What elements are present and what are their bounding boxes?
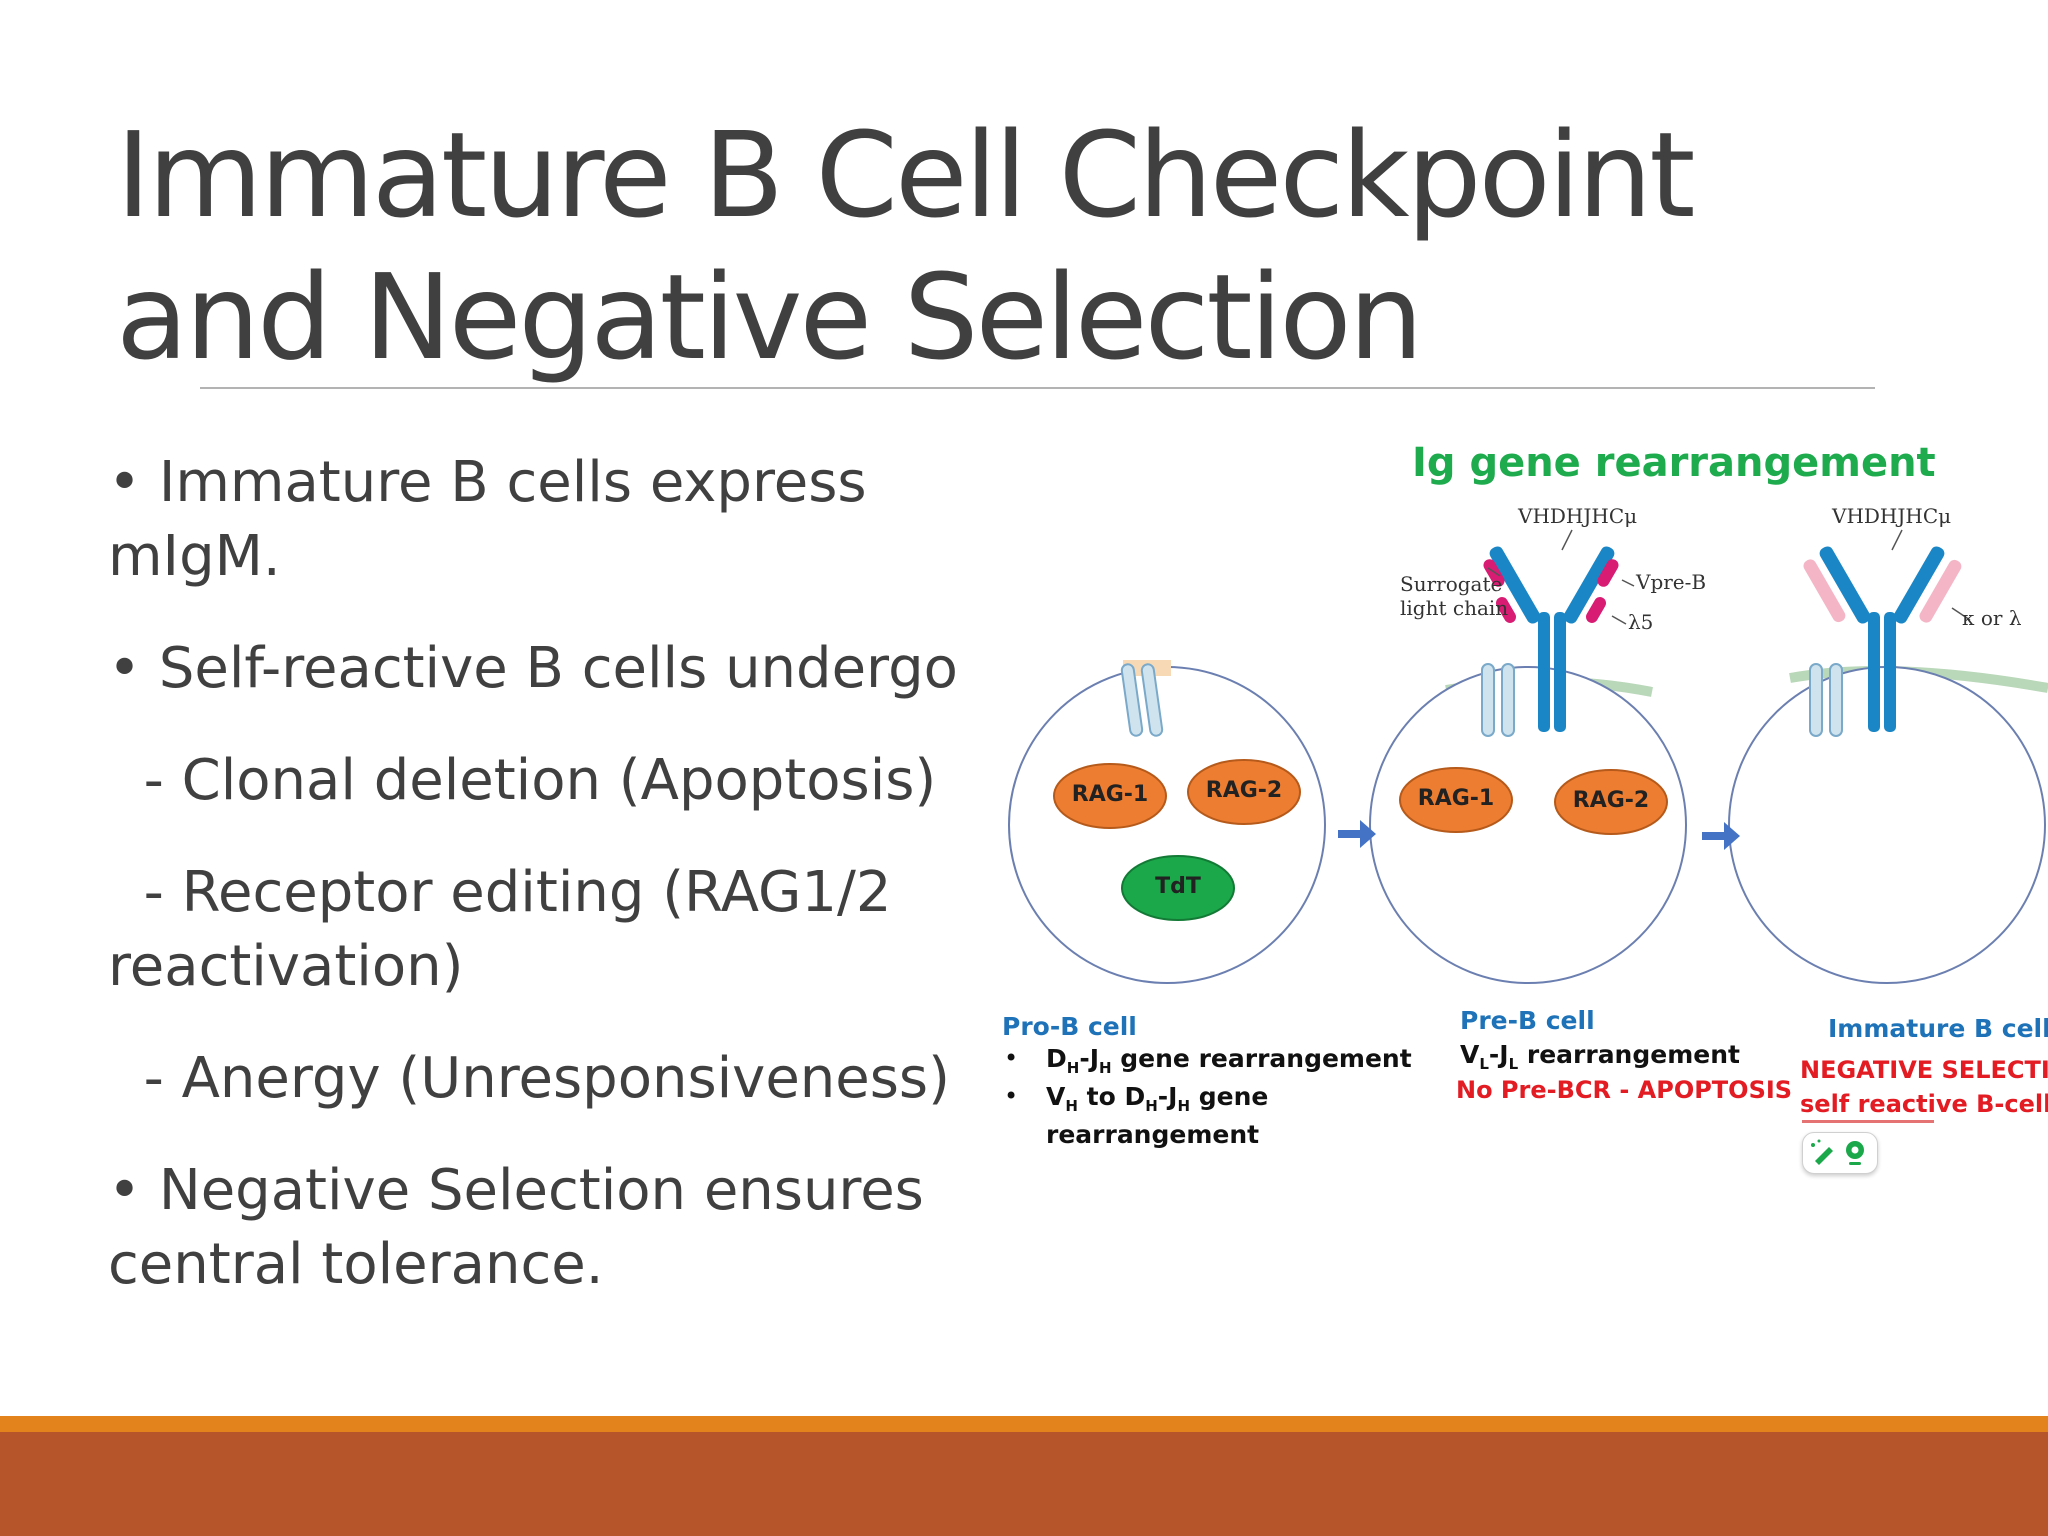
footer-band <box>0 1432 2048 1536</box>
immature-b-heavy-chain <box>1884 612 1896 732</box>
title-line-2: and Negative Selection <box>116 248 1423 386</box>
pre-b-stub <box>1481 663 1495 737</box>
pre-b-heavy-arm <box>1489 546 1541 624</box>
pre-b-stub <box>1501 663 1515 737</box>
bullet-item: • Negative Selection ensures central tol… <box>108 1158 924 1297</box>
bullet-item: • Self-reactive B cells undergo <box>108 636 958 701</box>
pro-b-cell-name: Pro-B cell <box>1002 1012 1137 1041</box>
rag2-label: RAG-2 <box>1205 778 1283 803</box>
immature-b-light-chain <box>1919 559 1962 623</box>
arrow-icon <box>1702 822 1740 850</box>
surrogate-label: Surrogate <box>1400 572 1503 596</box>
footer-accent-stripe <box>0 1416 2048 1432</box>
light-chain-label: light chain <box>1400 596 1509 620</box>
pencil-sparkle-icon <box>1811 1139 1833 1165</box>
pre-b-heavy-chain <box>1554 612 1566 732</box>
slide-title: Immature B Cell Checkpoint and Negative … <box>116 104 1876 388</box>
pro-b-item-2-cont: rearrangement <box>1046 1120 1260 1149</box>
figure-title: Ig gene rearrangement <box>1412 440 1936 486</box>
arrow-icon <box>1338 820 1376 848</box>
heavy-chain-label: VHDHJHCμ <box>1832 504 1952 528</box>
tdt-enzyme-blob <box>1121 855 1235 921</box>
location-pin-icon <box>1846 1141 1864 1165</box>
edit-toolbar-widget[interactable] <box>1802 1132 1878 1174</box>
pre-b-apoptosis-text: No Pre-BCR - APOPTOSIS <box>1456 1076 1793 1104</box>
title-divider <box>200 387 1875 389</box>
pro-b-item-2: VH to DH-JH gene <box>1046 1082 1269 1115</box>
immature-b-stub <box>1829 663 1843 737</box>
surrogate-light-chain <box>1496 597 1516 623</box>
immature-b-stub <box>1809 663 1823 737</box>
rag2-label: RAG-2 <box>1572 788 1650 813</box>
immature-b-heavy-arm <box>1819 546 1871 624</box>
surrogate-light-chain <box>1597 559 1619 587</box>
immature-b-heavy-arm <box>1893 546 1945 624</box>
rag2-enzyme-blob <box>1187 759 1301 825</box>
pro-b-item-1: DH-JH gene rearrangement <box>1046 1044 1412 1077</box>
tdt-label: TdT <box>1155 874 1201 899</box>
bullet-dot: • <box>1004 1082 1019 1110</box>
sub-bullet-item: - Clonal deletion (Apoptosis) <box>108 748 937 813</box>
rag1-label: RAG-1 <box>1417 786 1495 811</box>
sub-bullet-item: - Anergy (Unresponsiveness) <box>108 1046 950 1111</box>
rag1-enzyme-blob <box>1399 767 1513 833</box>
negative-selection-text: NEGATIVE SELECTION <box>1800 1056 2048 1084</box>
figure-drawing <box>1008 529 2048 984</box>
pre-b-heavy-arm <box>1563 546 1615 624</box>
surrogate-light-chain <box>1586 597 1606 623</box>
heavy-chain-label: VHDHJHCμ <box>1518 504 1638 528</box>
immature-b-light-chain <box>1803 559 1846 623</box>
pre-b-cell-circle <box>1369 666 1687 984</box>
spellcheck-underline <box>1802 1120 1934 1123</box>
immature-b-heavy-chain <box>1868 612 1880 732</box>
bullet-item: • Immature B cells express mIgM. <box>108 450 867 589</box>
rag1-enzyme-blob <box>1053 763 1167 829</box>
self-reactive-text: self reactive B-cells <box>1800 1090 2048 1118</box>
pre-b-item: VL-JL rearrangement <box>1460 1040 1740 1073</box>
sub-bullet-item: - Receptor editing (RAG1/2 reactivation) <box>108 860 910 999</box>
title-line-1: Immature B Cell Checkpoint <box>116 106 1696 244</box>
ig-rearrangement-figure: Ig gene rearrangement RAG-1 RAG-2 TdT RA… <box>990 420 2048 1200</box>
pro-b-cell-circle <box>1008 666 1326 984</box>
surrogate-light-chain <box>1483 559 1505 587</box>
pre-b-heavy-chain <box>1538 612 1550 732</box>
bullet-list: • Immature B cells express mIgM. • Self-… <box>108 446 968 1302</box>
pro-b-receptor-chain <box>1120 663 1144 737</box>
rag1-label: RAG-1 <box>1071 782 1149 807</box>
bullet-dot: • <box>1004 1044 1019 1072</box>
immature-b-cell-name: Immature B cell <box>1828 1014 2048 1043</box>
vpreb-label: Vpre-B <box>1636 570 1707 594</box>
lambda5-label: λ5 <box>1628 610 1654 634</box>
pre-b-cell-name: Pre-B cell <box>1460 1006 1595 1035</box>
light-chain-type-label: κ or λ <box>1962 606 2022 630</box>
rag2-enzyme-blob <box>1554 769 1668 835</box>
pro-b-receptor-chain <box>1140 663 1164 737</box>
